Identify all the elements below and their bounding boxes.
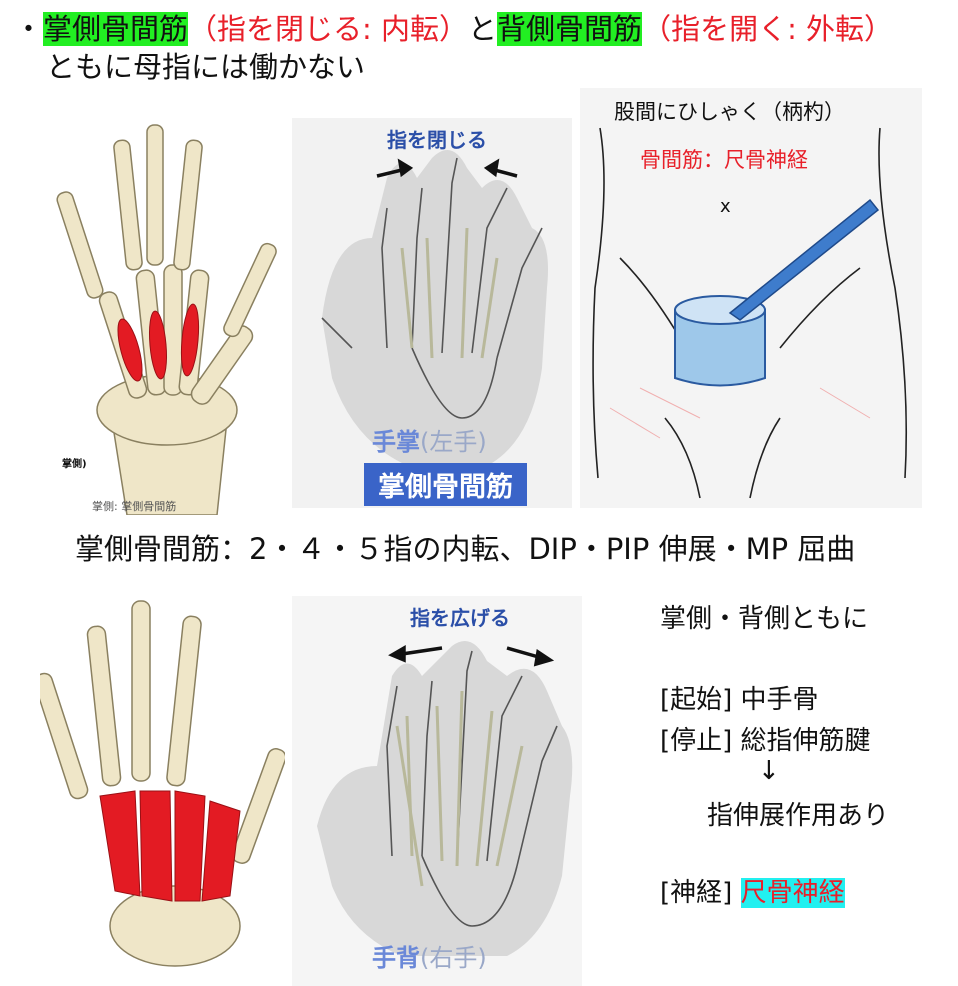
- dorsal-interossei-diagram: 指を広げる 手背(右手): [292, 596, 582, 986]
- side-note-arrow: ↓: [758, 756, 780, 786]
- palmar-interossei-label: 掌側骨間筋: [364, 463, 527, 506]
- side-note-origin: [起始] 中手骨: [660, 685, 819, 715]
- header-line: ・掌側骨間筋（指を閉じる: 内転）と背側骨間筋（指を開く: 外転）: [14, 6, 893, 48]
- side-note-insertion: [停止] 総指伸筋腱: [660, 726, 871, 756]
- sketch-mark: x: [720, 196, 731, 217]
- palmar-interossei-diagram: 指を閉じる 手掌(左手) 掌側骨間筋: [292, 118, 572, 508]
- ladle-sketch: 股間にひしゃく（柄杓） 骨間筋：尺骨神経 x: [580, 88, 922, 508]
- conjunction: と: [468, 12, 498, 46]
- palmar-diagram-title: 指を閉じる: [387, 128, 487, 152]
- palmar-small-label: 掌側): [62, 459, 87, 470]
- header-subline: ともに母指には働かない: [46, 50, 366, 84]
- palmar-illustration-caption: 掌側: 掌側骨間筋: [92, 500, 177, 513]
- dorsal-interossei-term: 背側骨間筋: [497, 12, 643, 46]
- dorsal-diagram-title: 指を広げる: [410, 606, 510, 630]
- palmar-interossei-desc: （指を閉じる: 内転）: [188, 12, 469, 46]
- nerve-value: 尺骨神経: [740, 878, 845, 908]
- side-note-common: 掌側・背側ともに: [660, 604, 869, 634]
- sketch-subtitle: 骨間筋：尺骨神経: [640, 148, 808, 172]
- dorsal-hand-label: 手背(右手): [372, 944, 487, 972]
- palmar-interossei-term: 掌側骨間筋: [43, 12, 189, 46]
- bullet: ・: [14, 12, 44, 46]
- side-note-effect: 指伸展作用あり: [707, 801, 890, 831]
- palmar-interossei-function: 掌側骨間筋：2・４・５指の内転、DIP・PIP 伸展・MP 屈曲: [75, 532, 856, 566]
- side-note-nerve: [神経] 尺骨神経: [660, 878, 845, 908]
- dorsal-interossei-desc: （指を開く: 外転）: [642, 12, 894, 46]
- sketch-title: 股間にひしゃく（柄杓）: [614, 100, 845, 124]
- palmar-hand-label: 手掌(左手): [372, 428, 487, 456]
- dorsal-hand-illustration: [40, 596, 285, 986]
- palmar-hand-illustration: 掌側) 掌側: 掌側骨間筋: [52, 120, 287, 515]
